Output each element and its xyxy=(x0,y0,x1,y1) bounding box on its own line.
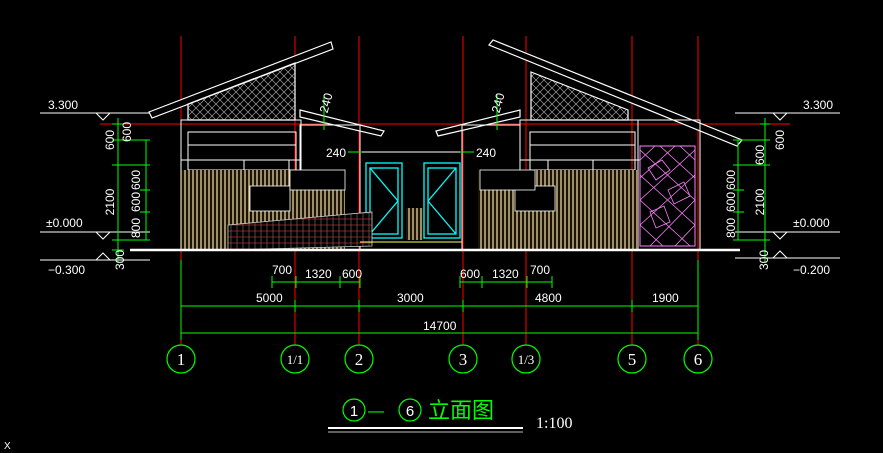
axis-label: 3 xyxy=(459,350,468,369)
axis-bubble-1-3: 1/3 xyxy=(511,344,541,374)
dim-row2-1: 5000 xyxy=(256,291,283,305)
axis-bubble-2: 2 xyxy=(344,344,374,374)
axis-label: 2 xyxy=(355,350,364,369)
dim-left-v7: 300 xyxy=(113,250,127,270)
dim-right-v6: 600 xyxy=(724,170,738,190)
elevation-left-zero: ±0.000 xyxy=(46,216,83,230)
title-text: 立面图 xyxy=(428,398,494,423)
title-start-axis: 1 xyxy=(350,403,358,420)
axis-bubbles: 1 1/1 2 3 1/3 5 6 xyxy=(166,344,713,374)
dim-left-v2: 600 xyxy=(120,122,134,142)
axis-bubble-1: 1 xyxy=(166,344,196,374)
axis-label: 1/1 xyxy=(287,352,304,367)
left-roof xyxy=(148,41,334,121)
axis-bubble-1-1: 1/1 xyxy=(280,344,310,374)
dim-door-right: 240 xyxy=(476,146,496,160)
drawing-title: 1 — 6 立面图 1:100 xyxy=(328,398,572,433)
dim-right-v7: 300 xyxy=(757,250,771,270)
lattice-screen xyxy=(639,145,696,247)
axis-label: 6 xyxy=(694,350,703,369)
axis-label: 1/3 xyxy=(518,352,535,367)
dim-total: 14700 xyxy=(423,319,457,333)
dim-row2-2: 3000 xyxy=(397,291,424,305)
dim-left-v3: 2100 xyxy=(103,188,117,215)
dim-row1-5: 1320 xyxy=(492,267,519,281)
axis-bubble-6: 6 xyxy=(683,344,713,374)
dim-left-v6: 600 xyxy=(129,170,143,190)
dim-roof-left: 240 xyxy=(317,91,336,114)
elevation-right-top: 3.300 xyxy=(803,98,833,112)
dim-right-v3: 2100 xyxy=(753,188,767,215)
dim-left-v5: 600 xyxy=(129,192,143,212)
left-elevation-marks xyxy=(40,112,150,262)
dim-left-v4: 800 xyxy=(129,218,143,238)
elevation-right-zero: ±0.000 xyxy=(793,216,830,230)
elevation-right-bottom: −0.200 xyxy=(793,263,830,277)
building xyxy=(130,39,743,252)
dim-row2-4: 1900 xyxy=(652,291,679,305)
dim-row1-2: 1320 xyxy=(305,267,332,281)
dim-right-v4: 800 xyxy=(724,218,738,238)
ucs-x-label: X xyxy=(4,441,11,452)
dim-row1-3: 600 xyxy=(342,267,362,281)
dim-row1-4: 600 xyxy=(460,267,480,281)
dimension-lines xyxy=(180,95,699,340)
axis-bubble-5: 5 xyxy=(617,344,647,374)
right-roof xyxy=(488,39,743,147)
text-labels: 3.300 ±0.000 −0.300 3.300 ±0.000 −0.200 … xyxy=(46,91,833,333)
dim-roof-right: 240 xyxy=(489,91,508,114)
entrance-doors xyxy=(365,162,461,239)
axis-label: 1 xyxy=(177,350,186,369)
dim-right-v5: 600 xyxy=(724,192,738,212)
right-elevation-marks xyxy=(733,112,840,262)
dim-row2-3: 4800 xyxy=(535,291,562,305)
dim-row1-1: 700 xyxy=(272,263,292,277)
title-scale: 1:100 xyxy=(536,415,572,432)
entrance-roofs xyxy=(299,109,521,137)
dim-left-v1: 600 xyxy=(103,130,117,150)
ramp-railing xyxy=(227,211,373,251)
dim-door-left: 240 xyxy=(326,146,346,160)
title-dash: — xyxy=(368,403,384,420)
dim-row1-6: 700 xyxy=(530,263,550,277)
dim-right-v1: 600 xyxy=(773,130,787,150)
elevation-left-top: 3.300 xyxy=(48,98,78,112)
axis-label: 5 xyxy=(628,350,637,369)
title-end-axis: 6 xyxy=(406,403,414,420)
axis-bubble-3: 3 xyxy=(448,344,478,374)
elevation-left-bottom: −0.300 xyxy=(48,263,85,277)
dim-right-v2: 600 xyxy=(753,145,767,165)
